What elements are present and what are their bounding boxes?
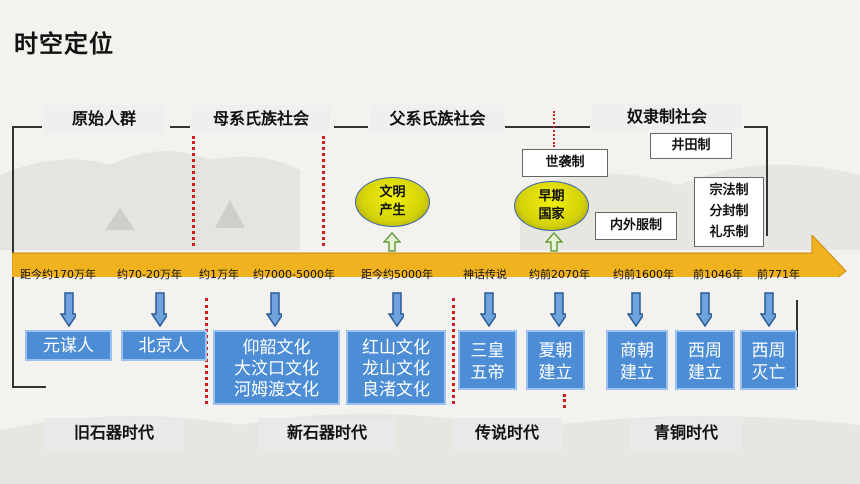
down-arrow-icon — [760, 292, 776, 328]
down-arrow-icon — [388, 292, 404, 328]
bubble-civilization-line1: 文明 — [379, 185, 406, 200]
tick-label: 约70-20万年 — [117, 268, 182, 281]
event-line: 北京人 — [138, 336, 190, 356]
era-divider — [563, 394, 566, 408]
down-arrow-icon — [60, 292, 76, 328]
event-line: 夏朝 — [538, 341, 573, 361]
down-arrow-icon — [627, 292, 643, 328]
event-line: 元谋人 — [43, 336, 94, 356]
up-arrow-icon — [545, 232, 563, 252]
event-line: 三皇 — [470, 341, 505, 361]
event-line: 红山文化 — [362, 338, 430, 358]
period-neolithic: 新石器时代 — [258, 418, 396, 450]
institution-zongfa: 宗法制 分封制 礼乐制 — [694, 177, 764, 247]
event-box-western-zhou-fall: 西周 灭亡 — [740, 330, 797, 390]
event-line: 建立 — [688, 363, 722, 383]
era-frame-line — [744, 126, 766, 128]
tick-label: 约前2070年 — [529, 268, 590, 281]
institution-fenfeng-line: 分封制 — [709, 204, 749, 219]
institution-zongfa-line: 宗法制 — [709, 183, 749, 198]
era-frame-line — [12, 386, 46, 388]
event-line: 龙山文化 — [362, 359, 430, 379]
bubble-civilization-line2: 产生 — [379, 203, 406, 218]
down-arrow-icon — [696, 292, 712, 328]
event-line: 建立 — [620, 363, 654, 383]
event-line: 西周 — [751, 341, 786, 361]
event-box-sanhuang: 三皇 五帝 — [458, 330, 517, 390]
era-label-patriarchal: 父系氏族社会 — [370, 105, 505, 133]
tick-label: 神话传说 — [463, 268, 507, 281]
era-frame-line — [334, 126, 368, 128]
period-paleolithic: 旧石器时代 — [44, 418, 184, 450]
event-line: 河姆渡文化 — [234, 380, 319, 400]
event-line: 商朝 — [620, 341, 654, 361]
tick-label: 约1万年 — [199, 268, 239, 281]
event-box-shang: 商朝 建立 — [606, 330, 668, 390]
up-arrow-icon — [383, 232, 401, 252]
event-box-western-zhou-founded: 西周 建立 — [675, 330, 735, 390]
era-label-slavery: 奴隶制社会 — [592, 103, 742, 130]
era-frame-line — [505, 126, 590, 128]
event-line: 大汶口文化 — [234, 359, 319, 379]
tick-label: 约7000-5000年 — [253, 268, 335, 281]
page-title: 时空定位 — [14, 30, 114, 58]
era-divider — [553, 111, 555, 147]
event-line: 西周 — [688, 341, 722, 361]
event-box-xia: 夏朝 建立 — [526, 330, 585, 390]
event-line: 良渚文化 — [362, 380, 430, 400]
down-arrow-icon — [151, 292, 167, 328]
era-label-primitive: 原始人群 — [44, 105, 164, 133]
era-label-matriarchal: 母系氏族社会 — [192, 105, 330, 133]
era-divider — [192, 136, 195, 246]
event-box-yuanmou: 元谋人 — [25, 330, 112, 361]
event-line: 仰韶文化 — [242, 338, 311, 358]
era-frame-line — [170, 126, 190, 128]
event-box-beijing: 北京人 — [121, 330, 207, 361]
tick-label: 约前1600年 — [613, 268, 674, 281]
tick-label: 距今约170万年 — [20, 268, 96, 281]
event-box-hongshan: 红山文化 龙山文化 良渚文化 — [346, 330, 446, 405]
tick-label: 前1046年 — [693, 268, 743, 281]
down-arrow-icon — [266, 292, 282, 328]
bubble-early-state-line2: 国家 — [538, 207, 565, 222]
institution-jingtian: 井田制 — [650, 133, 732, 159]
event-line: 灭亡 — [751, 363, 786, 383]
tick-label: 距今约5000年 — [361, 268, 433, 281]
down-arrow-icon — [480, 292, 496, 328]
timeline-arrow — [12, 235, 847, 277]
era-divider — [322, 136, 325, 246]
period-bronze: 青铜时代 — [630, 418, 742, 450]
era-frame-line — [766, 126, 768, 236]
institution-neiwai: 内外服制 — [595, 212, 677, 240]
event-box-yangshao: 仰韶文化 大汶口文化 河姆渡文化 — [213, 330, 340, 405]
era-divider — [452, 298, 455, 404]
institution-liyue-line: 礼乐制 — [709, 225, 749, 240]
tick-label: 前771年 — [757, 268, 800, 281]
event-line: 五帝 — [470, 363, 505, 383]
era-frame-line — [12, 126, 42, 128]
period-legendary: 传说时代 — [452, 418, 562, 450]
bubble-early-state: 早期 国家 — [514, 181, 589, 231]
institution-shixi: 世袭制 — [522, 149, 608, 177]
bubble-civilization: 文明 产生 — [355, 177, 430, 227]
event-line: 建立 — [538, 363, 573, 383]
bubble-early-state-line1: 早期 — [538, 189, 565, 204]
down-arrow-icon — [550, 292, 566, 328]
